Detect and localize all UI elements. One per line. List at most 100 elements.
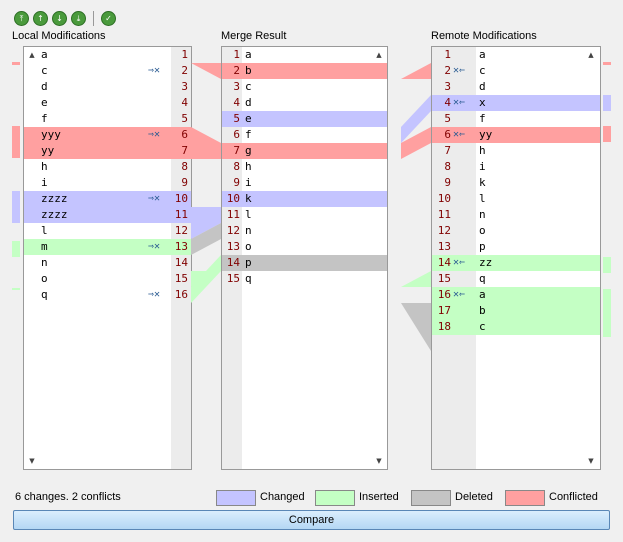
scroll-down-icon[interactable]: ▼: [376, 457, 382, 465]
scroll-up-icon[interactable]: ▲: [376, 51, 382, 59]
local-line-text: n: [41, 256, 48, 269]
remote-line-text: h: [479, 144, 486, 157]
merge-line-text: c: [245, 80, 252, 93]
next-change-icon[interactable]: ↓: [52, 11, 67, 26]
merge-line-text: h: [245, 160, 252, 173]
accept-remote-change-icon[interactable]: ✕⇐: [453, 129, 466, 140]
local-line-text: o: [41, 272, 48, 285]
merge-line-number: 10: [226, 192, 240, 205]
remote-line-text: o: [479, 224, 486, 237]
accept-remote-change-icon[interactable]: ✕⇐: [453, 257, 466, 268]
remote-line-number: 6: [444, 128, 451, 141]
local-line-number: 3: [181, 80, 188, 93]
accept-local-change-icon[interactable]: ⇒✕: [148, 129, 161, 140]
local-line-text: a: [41, 48, 48, 61]
local-line-text: f: [41, 112, 48, 125]
merge-line-number: 6: [233, 128, 240, 141]
local-line-text: d: [41, 80, 48, 93]
remote-line-number: 14: [437, 256, 451, 269]
local-line-number: 6: [181, 128, 188, 141]
merge-line-number: 2: [233, 64, 240, 77]
local-row[interactable]: yyy 6 ⇒✕: [24, 127, 191, 143]
remote-line-text: k: [479, 176, 486, 189]
remote-line-number: 16: [437, 288, 451, 301]
local-line-number: 9: [181, 176, 188, 189]
accept-remote-change-icon[interactable]: ✕⇐: [453, 97, 466, 108]
merge-line-text: f: [245, 128, 252, 141]
compare-button[interactable]: Compare: [13, 510, 610, 530]
scroll-up-icon[interactable]: ▲: [588, 51, 594, 59]
merge-line-number: 11: [226, 208, 240, 221]
local-line-text: yyy: [41, 128, 61, 141]
scroll-up-icon[interactable]: ▲: [29, 51, 35, 59]
previous-change-icon[interactable]: ↑: [33, 11, 48, 26]
accept-local-change-icon[interactable]: ⇒✕: [148, 193, 161, 204]
accept-local-change-icon[interactable]: ⇒✕: [148, 65, 161, 76]
scroll-down-icon[interactable]: ▼: [29, 457, 35, 465]
remote-row[interactable]: a 16✕⇐: [432, 287, 600, 303]
first-change-icon[interactable]: ⤒: [14, 11, 29, 26]
scroll-down-icon[interactable]: ▼: [588, 457, 594, 465]
accept-remote-change-icon[interactable]: ✕⇐: [453, 65, 466, 76]
remote-line-text: p: [479, 240, 486, 253]
merge-line-text: n: [245, 224, 252, 237]
accept-remote-change-icon[interactable]: ✕⇐: [453, 289, 466, 300]
remote-line-text: a: [479, 288, 486, 301]
accept-local-change-icon[interactable]: ⇒✕: [148, 289, 161, 300]
accept-local-change-icon[interactable]: ⇒✕: [148, 241, 161, 252]
last-change-icon[interactable]: ⤓: [71, 11, 86, 26]
legend-deleted-swatch: [411, 490, 451, 506]
checkmark-icon[interactable]: ✓: [101, 11, 116, 26]
